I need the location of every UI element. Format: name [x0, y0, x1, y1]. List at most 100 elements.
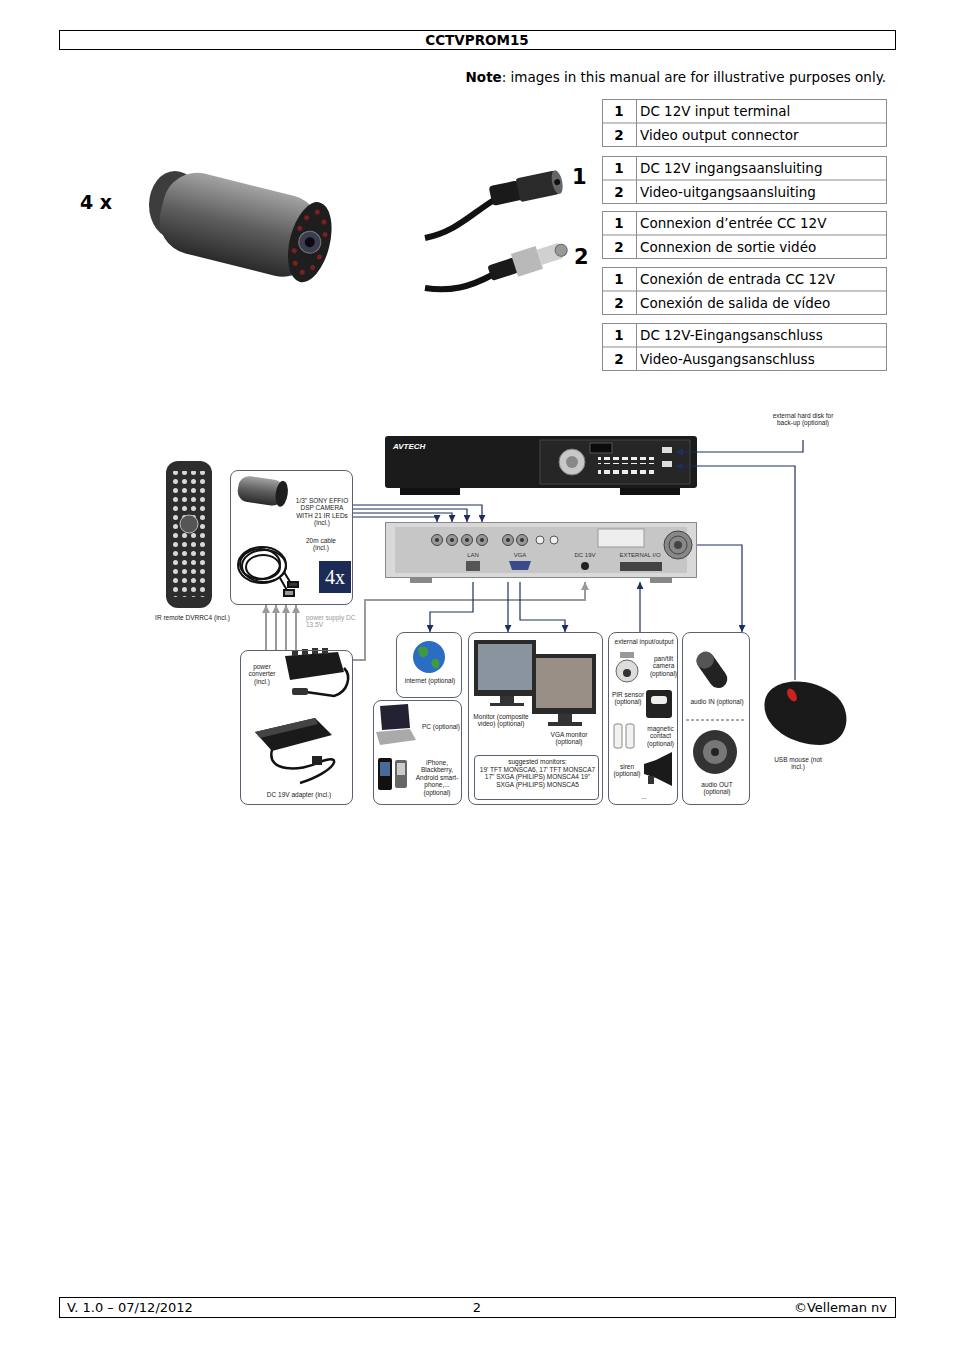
dvr-rear	[395, 527, 687, 573]
part-label: power converter (incl.)	[243, 663, 281, 685]
speaker	[693, 730, 737, 774]
audio-box: audio IN (optional)audio OUT (optional)	[682, 632, 750, 805]
quantity-badge: 4x	[319, 561, 351, 593]
power-converter	[285, 648, 348, 696]
power-connector	[295, 605, 297, 650]
ptz-camera	[623, 669, 631, 677]
camera-small	[236, 475, 289, 508]
dvr-rear	[410, 577, 432, 583]
dvr-rear	[674, 541, 682, 549]
dvr-rear	[462, 535, 473, 546]
dvr-rear	[386, 523, 697, 584]
table-grid	[636, 268, 637, 315]
dvr-rear	[509, 561, 531, 570]
usb-wire	[676, 440, 803, 452]
cable-photo	[425, 169, 571, 289]
power-box: power converter (incl.) DC 19V adapter (i…	[240, 650, 353, 805]
table-grid	[603, 291, 887, 292]
power-converter	[292, 688, 308, 695]
dvr-front	[540, 440, 690, 484]
phone-icons	[395, 760, 407, 788]
ptz-camera	[620, 652, 634, 658]
speaker	[703, 740, 727, 764]
monitor-composite	[478, 644, 532, 690]
ir-remote	[166, 461, 212, 608]
dvr-front	[566, 456, 578, 468]
camera-photo	[152, 166, 339, 287]
part-label: magnetic contact (optional)	[643, 725, 678, 747]
monitor-vga	[532, 654, 596, 726]
dvr-rear	[598, 529, 644, 547]
pc-box: PC (optional)iPhone, Blackberry, Android…	[373, 700, 462, 805]
part-label: DC 19V adapter (incl.)	[249, 791, 349, 798]
dvr-front	[662, 461, 672, 467]
camera-photo	[316, 254, 322, 260]
laptop-icon	[376, 729, 416, 745]
signal-connector	[697, 545, 742, 632]
table-cell: Connexion de sortie vidéo	[640, 239, 884, 255]
camera-photo	[297, 225, 303, 231]
camera-photo	[322, 232, 328, 238]
part-label: 20m cable (incl.)	[301, 537, 341, 552]
dvr-rear	[466, 561, 480, 571]
signal-connector	[507, 582, 508, 632]
laptop-icon	[380, 704, 410, 730]
table-grid	[636, 212, 637, 259]
dvr-front	[385, 436, 697, 495]
table-cell: Video-uitgangsaansluiting	[640, 184, 884, 200]
dvr-rear	[465, 538, 469, 542]
dvr-front	[400, 488, 460, 495]
page-number: 2	[462, 1300, 492, 1316]
table-grid	[603, 100, 887, 147]
table-grid	[603, 157, 887, 204]
power-adapter	[255, 718, 318, 738]
dvr-rear	[447, 535, 458, 546]
usb-wire	[676, 440, 803, 680]
dvr-rear	[386, 523, 697, 578]
table-cell: DC 12V-Eingangsanschluss	[640, 327, 884, 343]
quantity-label: 4 x	[80, 190, 130, 214]
dvr-front	[598, 457, 654, 464]
table-number: 2	[602, 295, 636, 311]
dvr-rear	[669, 536, 687, 554]
list-heading: suggested monitors:	[477, 758, 598, 765]
speaker	[711, 748, 719, 756]
signal-connector	[353, 513, 452, 522]
part-label: external hard disk for back-up (optional…	[770, 412, 836, 427]
magnetic-contact	[614, 724, 622, 748]
box-heading: external input/output	[611, 638, 677, 645]
power-converter	[306, 668, 348, 696]
cable-coil	[284, 590, 294, 596]
cable-photo	[486, 237, 570, 285]
table-number: 1	[602, 215, 636, 231]
dvr-front	[662, 447, 672, 453]
pir-sensor	[646, 690, 672, 718]
camera-photo	[321, 219, 327, 225]
part-label: power supply DC 13.5V	[306, 614, 356, 629]
cable-coil	[246, 555, 280, 579]
power-connector	[275, 605, 277, 650]
signal-connector	[353, 505, 482, 522]
callout-number: 2	[574, 245, 594, 269]
camera-photo	[149, 166, 339, 287]
part-label: 1/3" SONY EFFIO DSP CAMERA WITH 21 IR LE…	[293, 497, 351, 527]
dvr-rear	[520, 538, 524, 542]
siren	[644, 752, 672, 786]
footer-frame	[60, 1298, 896, 1318]
power-converter	[322, 648, 328, 654]
ir-remote	[166, 461, 212, 608]
siren	[644, 752, 672, 786]
cable-photo	[554, 243, 569, 258]
power-converter	[285, 652, 344, 680]
table-number: 1	[602, 160, 636, 176]
table-number: 2	[602, 239, 636, 255]
power-adapter	[271, 750, 334, 783]
part-label: audio IN (optional)	[687, 698, 747, 705]
monitor-composite	[500, 696, 514, 704]
part-label: siren (optional)	[611, 763, 643, 778]
microphone	[693, 648, 731, 691]
phone-icons	[378, 758, 392, 790]
monitor-composite	[490, 703, 524, 706]
